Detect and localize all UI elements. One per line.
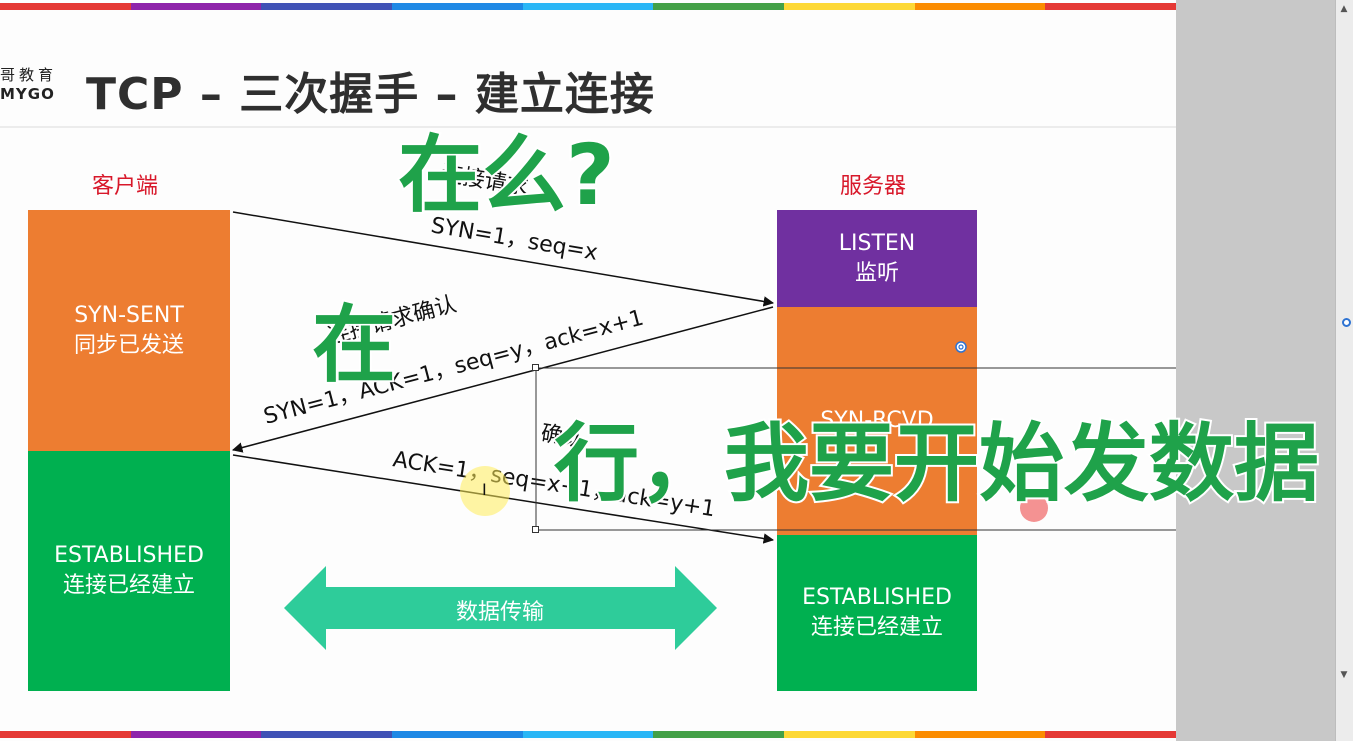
slide-title: TCP – 三次握手 – 建立连接 [86, 69, 655, 120]
data-transfer-label: 数据传输 [455, 600, 544, 625]
slide-canvas: 哥教育 MYGO TCP – 三次握手 – 建立连接 客户端 服务器 SYN-S… [0, 0, 1176, 741]
overlay-caption-3: 行，我要开始发数据 [552, 413, 1321, 516]
scroll-down-icon[interactable]: ▼ [1340, 670, 1348, 680]
data-transfer-arrow [284, 566, 717, 650]
server-listen-line2: 监听 [854, 260, 899, 286]
text-cursor-icon: I [482, 480, 487, 499]
client-syn-sent-line1: SYN-SENT [74, 302, 184, 328]
rainbow-top-bar [0, 3, 1176, 10]
server-listen-box: LISTEN 监听 [777, 210, 977, 307]
vertical-scrollbar[interactable] [1335, 0, 1353, 741]
syn-arrow [232, 211, 775, 307]
title-divider [0, 126, 1176, 128]
server-label: 服务器 [840, 174, 907, 199]
server-established-line1: ESTABLISHED [802, 585, 952, 610]
client-established-line1: ESTABLISHED [54, 543, 204, 568]
logo: 哥教育 MYGO [0, 66, 58, 104]
client-syn-sent-box: SYN-SENT 同步已发送 [28, 210, 230, 451]
scroll-up-icon[interactable]: ▲ [1340, 4, 1348, 14]
logo-line2: MYGO [0, 85, 55, 103]
laser-pointer-dot [1020, 494, 1048, 522]
server-established-line2: 连接已经建立 [810, 615, 943, 640]
server-syn-rcvd-line1: SYN-RCVD [820, 408, 934, 433]
handshake-diagram: 连接请求 SYN=1，seq=x 连接请求确认 SYN=1，ACK=1，seq=… [231, 161, 1176, 650]
client-syn-sent-line2: 同步已发送 [73, 332, 184, 358]
rotate-handle-icon[interactable] [955, 341, 967, 353]
selection-handle-bottom-left[interactable] [532, 526, 539, 533]
server-listen-line1: LISTEN [838, 230, 916, 256]
overlay-caption-1: 在么? [396, 124, 617, 226]
syn-ack-arrow [231, 306, 774, 453]
server-established-box: ESTABLISHED 连接已经建立 [777, 535, 977, 691]
rainbow-bottom-bar [0, 731, 1176, 738]
client-established-line2: 连接已经建立 [62, 573, 195, 598]
editor-side-panel [1176, 0, 1353, 741]
selection-box[interactable] [535, 367, 1176, 531]
selection-handle-top-left[interactable] [532, 364, 539, 371]
cursor-highlight [460, 466, 510, 516]
overlay-caption-2: 在 [310, 294, 398, 396]
logo-line1: 哥教育 [0, 66, 58, 84]
client-established-box: ESTABLISHED 连接已经建立 [28, 451, 230, 691]
client-label: 客户端 [92, 174, 159, 199]
selection-handle-right[interactable] [1342, 318, 1351, 327]
server-syn-rcvd-box: SYN-RCVD [777, 307, 977, 535]
